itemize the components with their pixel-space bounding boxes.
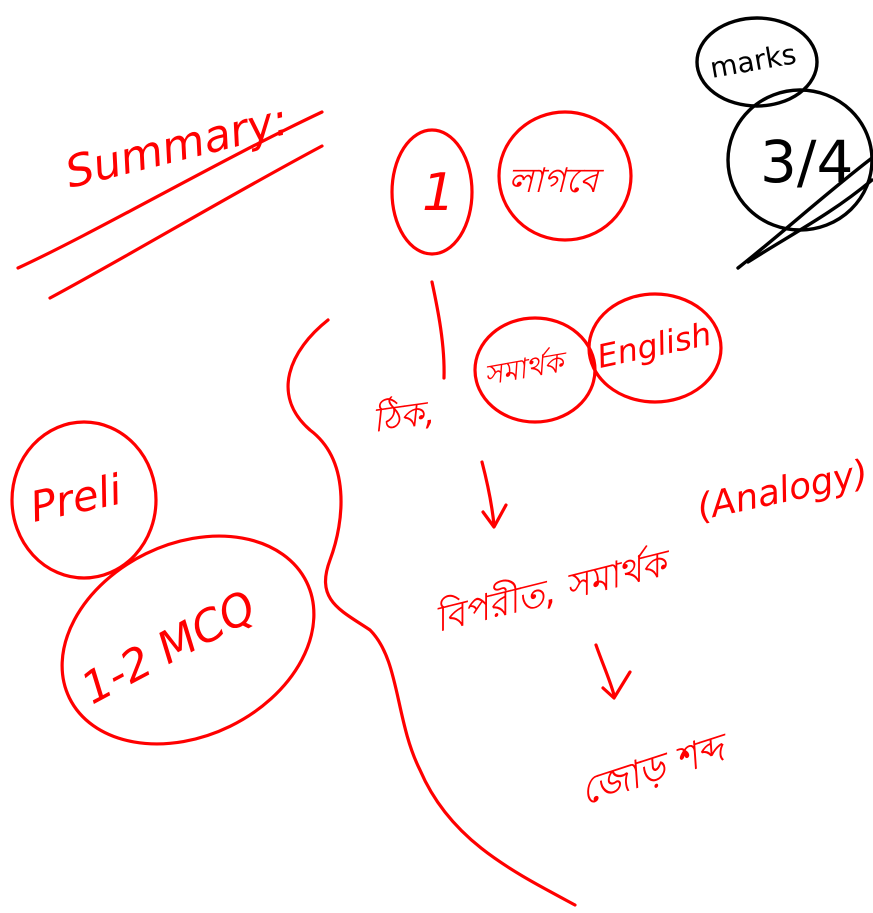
chain-middle-text: বিপরীত, সমার্থক xyxy=(429,538,677,641)
chain-row-2: বিপরীত, সমার্থক (Analogy) xyxy=(429,453,872,641)
arrow-to-middle xyxy=(480,460,508,529)
arrow-to-end xyxy=(594,643,632,700)
topic-count-circle xyxy=(390,128,474,256)
summary-heading-text: Summary: xyxy=(60,94,293,199)
corner-strike-1 xyxy=(736,156,873,270)
chain-english-text: English xyxy=(594,315,715,376)
corner-label-text: marks xyxy=(707,37,798,85)
heading-underline-1 xyxy=(16,110,324,270)
chain-row-1: ঠিক, সমার্থক English xyxy=(369,292,723,441)
chain-circled-text: সমার্থক xyxy=(481,344,571,392)
mcq-group: 1-2 MCQ xyxy=(60,534,316,746)
chain-start-text: ঠিক, xyxy=(369,390,437,441)
chain-end-text: জোড় শব্দ xyxy=(574,723,736,813)
mcq-text: 1-2 MCQ xyxy=(73,581,264,715)
preli-text: Preli xyxy=(26,465,126,532)
summary-heading: Summary: xyxy=(16,94,324,300)
corner-label-circle xyxy=(695,16,819,108)
arrow-from-count xyxy=(430,280,446,380)
preli-group: Preli xyxy=(10,420,158,580)
corner-marks-group: marks 3/4 xyxy=(695,16,873,270)
heading-underline-2 xyxy=(48,144,324,300)
topic-label-group: লাগবে xyxy=(497,110,633,242)
chain-english-outline xyxy=(587,292,723,404)
preli-circle xyxy=(10,420,158,580)
corner-strike-2 xyxy=(746,178,873,264)
divider-wave xyxy=(286,318,577,907)
topic-label-circle xyxy=(497,110,633,242)
topic-label-text: লাগবে xyxy=(508,161,604,201)
topic-count-text: 1 xyxy=(422,163,455,223)
topic-count-group: 1 xyxy=(390,128,474,256)
chain-analogy-text: (Analogy) xyxy=(693,453,872,529)
mcq-oval xyxy=(60,534,316,746)
